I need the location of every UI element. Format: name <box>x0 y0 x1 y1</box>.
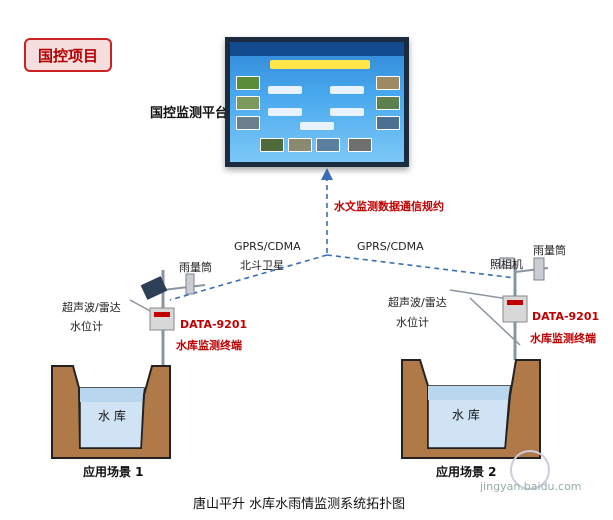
screen-node <box>268 86 302 94</box>
scene1-reservoir <box>51 365 171 459</box>
scene2-level-label-1: 超声波/雷达 <box>388 296 447 309</box>
project-badge: 国控项目 <box>24 38 112 72</box>
screen-node <box>330 86 364 94</box>
link-hub-scene2 <box>326 254 516 279</box>
scene1-title: 应用场景 1 <box>83 465 144 479</box>
screen-title-bar <box>270 60 370 69</box>
screen-thumbnail <box>236 116 260 130</box>
scene2-rain-gauge-label: 雨量筒 <box>533 244 566 257</box>
monitoring-screen <box>225 37 409 167</box>
scene1-terminal-label: 水库监测终端 <box>176 339 242 352</box>
screen-thumbnail <box>316 138 340 152</box>
platform-label: 国控监测平台 <box>150 106 229 121</box>
screen-node <box>300 122 334 130</box>
diagram-caption: 唐山平升 水库水雨情监测系统拓扑图 <box>193 497 406 512</box>
screen-thumbnail <box>376 116 400 130</box>
screen-thumbnail <box>236 76 260 90</box>
rain-gauge-icon <box>185 273 195 295</box>
screen-thumbnail <box>376 96 400 110</box>
scene1-station <box>129 270 206 368</box>
scene1-device-label: DATA-9201 <box>180 318 248 331</box>
screen-thumbnail <box>348 138 372 152</box>
link-hub-scene1 <box>169 254 328 301</box>
screen-node <box>330 108 364 116</box>
link-left-beidou: 北斗卫星 <box>240 259 284 272</box>
scene2-station <box>449 257 549 360</box>
scene2-reservoir <box>401 359 541 459</box>
link-left-gprs: GPRS/CDMA <box>234 240 301 253</box>
scene2-level-label-2: 水位计 <box>396 316 429 329</box>
scene1-rain-gauge-label: 雨量筒 <box>179 261 212 274</box>
scene2-terminal-label: 水库监测终端 <box>530 332 596 345</box>
scene1-level-label-1: 超声波/雷达 <box>62 301 121 314</box>
scene2-title: 应用场景 2 <box>436 465 497 479</box>
scene2-device-label: DATA-9201 <box>532 310 600 323</box>
scene2-reservoir-label: 水 库 <box>452 408 480 422</box>
screen-thumbnail <box>236 96 260 110</box>
watermark-text: jingyan.baidu.com <box>480 480 582 493</box>
scene1-reservoir-label: 水 库 <box>98 409 126 423</box>
screen-thumbnail <box>260 138 284 152</box>
solar-panel-icon <box>140 276 168 300</box>
screen-content <box>230 42 404 162</box>
terminal-box-icon <box>149 307 175 331</box>
rain-gauge-icon <box>533 257 545 281</box>
scene2-camera-label: 照相机 <box>490 258 523 271</box>
protocol-label: 水文监测数据通信规约 <box>334 200 444 213</box>
watermark-logo-icon <box>510 450 550 490</box>
screen-node <box>268 108 302 116</box>
scene1-level-label-2: 水位计 <box>70 320 103 333</box>
terminal-box-icon <box>502 295 528 323</box>
link-right-gprs: GPRS/CDMA <box>357 240 424 253</box>
screen-thumbnail <box>288 138 312 152</box>
link-arrow-icon <box>321 168 333 180</box>
screen-header-bar <box>230 42 404 56</box>
camera-icon <box>499 257 515 269</box>
screen-thumbnail <box>376 76 400 90</box>
